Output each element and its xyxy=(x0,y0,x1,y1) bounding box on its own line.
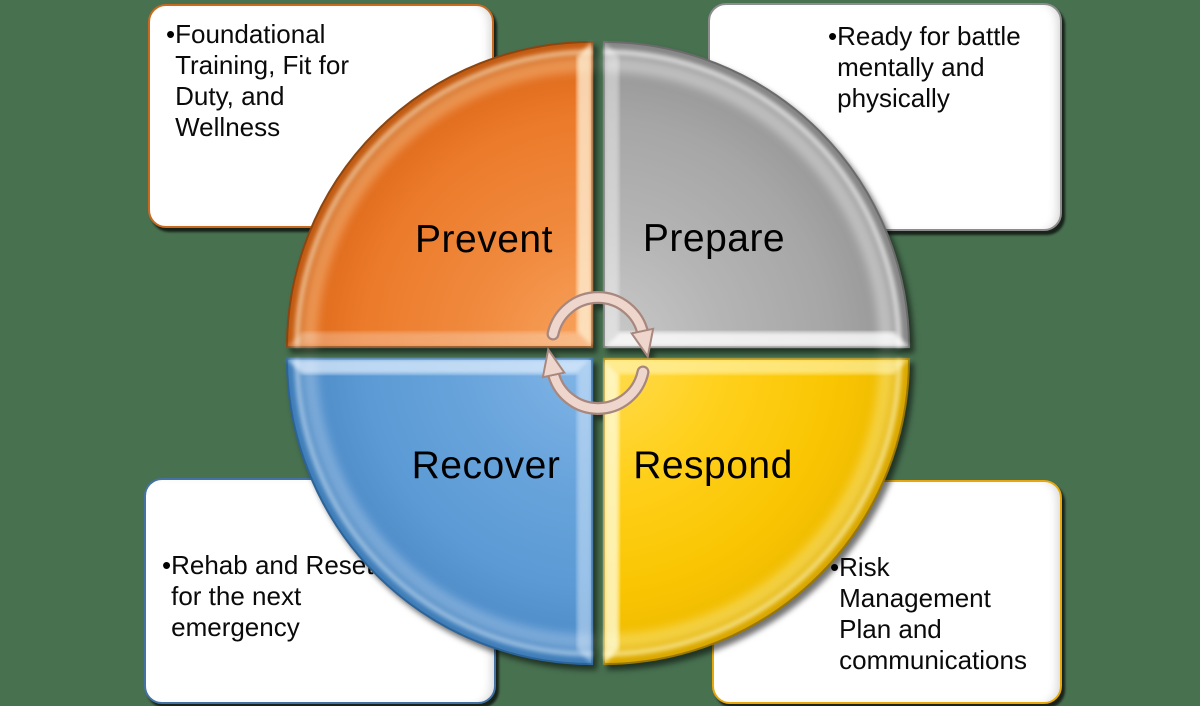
quadrant-label-prepare: Prepare xyxy=(642,217,786,260)
callout-text-prepare: Ready for battle mentally and physically xyxy=(837,21,1021,113)
bevel-highlight xyxy=(604,359,619,664)
bevel-highlight xyxy=(603,358,902,657)
callout-text-prevent: Foundational Training, Fit for Duty, and… xyxy=(175,19,349,142)
quadrant-shape-respond xyxy=(603,358,911,666)
bevel-highlight xyxy=(287,359,592,374)
bullet-marker: • xyxy=(162,550,172,580)
callout-text-respond: Risk Management Plan and communications xyxy=(839,552,1027,675)
bevel-highlight xyxy=(287,332,592,347)
bevel-highlight xyxy=(301,56,593,348)
bevel-highlight xyxy=(603,358,895,650)
cycle-arrow-top xyxy=(548,293,655,360)
bevel-highlight xyxy=(604,332,909,347)
quadrant-shape-recover xyxy=(285,358,593,666)
bevel-highlight xyxy=(603,56,895,348)
bevel-highlight xyxy=(577,42,592,347)
bevel-highlight xyxy=(301,358,593,650)
quadrant-label-prevent: Prevent xyxy=(415,218,553,261)
bullet-marker: • xyxy=(166,19,176,49)
quadrant-label-respond: Respond xyxy=(633,444,793,487)
bevel-highlight xyxy=(577,359,592,664)
bullet-marker: • xyxy=(830,552,840,582)
bevel-highlight xyxy=(603,49,902,348)
bevel-highlight xyxy=(294,49,593,348)
bullet-marker: • xyxy=(828,21,838,51)
bevel-highlight xyxy=(604,359,909,374)
bevel-highlight xyxy=(294,358,593,657)
bevel-highlight xyxy=(604,42,619,347)
quadrant-shape-prevent xyxy=(285,40,593,348)
cycle-arrows-icon xyxy=(541,291,655,415)
quadrant-shape-prepare xyxy=(603,40,911,348)
quadrant-label-recover: Recover xyxy=(411,444,561,487)
cycle-arrow-bottom xyxy=(541,346,648,413)
